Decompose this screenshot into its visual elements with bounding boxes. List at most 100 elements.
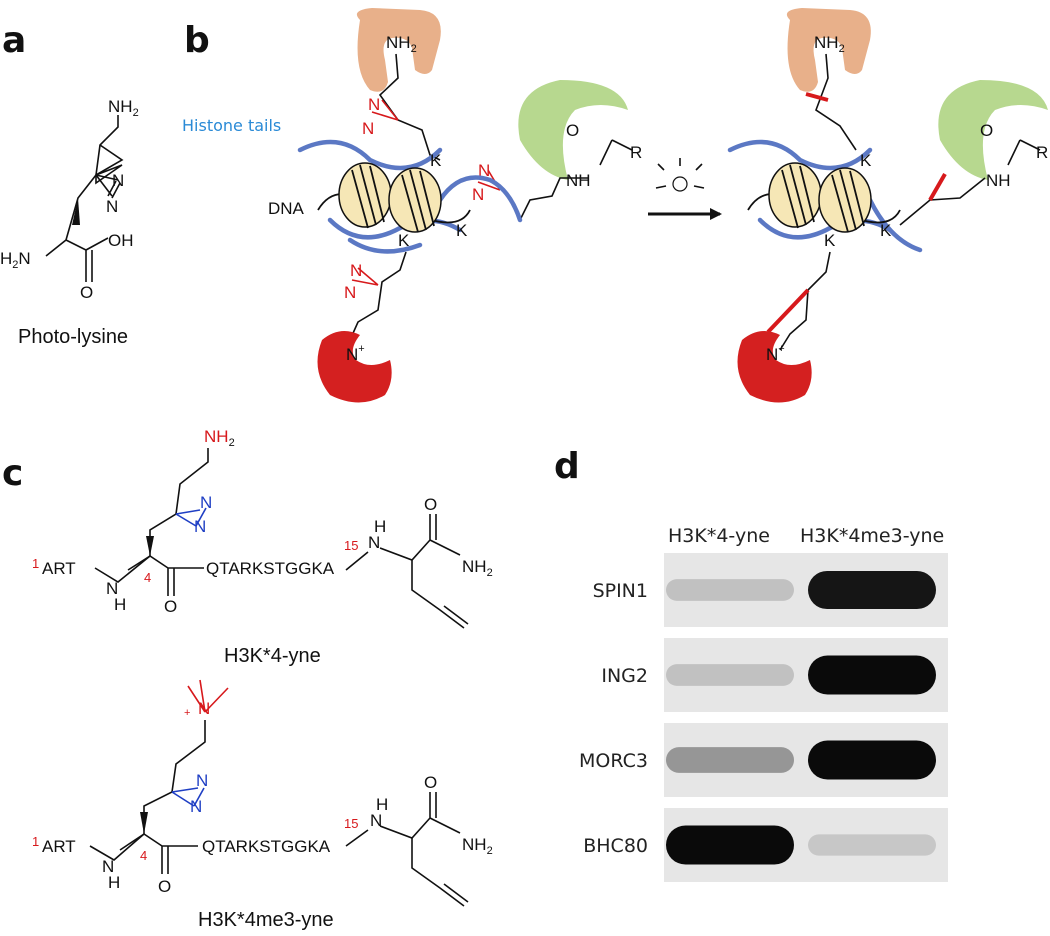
green-reader-protein: [518, 80, 628, 180]
lysine-k-top: K: [430, 151, 442, 170]
scheme-after-light: NH2 NH O R K K K N+: [727, 8, 1048, 403]
panel-c: c NH2 N N 1 ART N H 4 O QTARKSTGGKA 15 N…: [2, 427, 493, 931]
bottom-diazirine-n2: N: [344, 283, 356, 302]
blot-band: [808, 655, 936, 695]
dna-label: DNA: [268, 199, 305, 218]
peptide2-pos4: 4: [140, 848, 147, 863]
peptide1-h: H: [374, 517, 386, 536]
peptide1-nh-n: N: [106, 579, 118, 598]
panel-d-letter: d: [554, 446, 580, 487]
histone-tails-label: Histone tails: [182, 116, 281, 135]
histone-tail-3: [437, 175, 523, 223]
right-lysine-chain: [519, 139, 633, 221]
blot-column-1: H3K*4-yne: [668, 525, 770, 547]
peptide1-n: N: [368, 533, 380, 552]
red-protein-n-plus: N+: [346, 343, 365, 364]
red-protein-n-plus-after: N+: [766, 343, 785, 364]
right-diazirine-n1: N: [478, 161, 490, 180]
peptide1-diaz-n2: N: [194, 517, 206, 536]
lysine-k-right-after: K: [880, 221, 892, 240]
nucleosome-2: [388, 167, 442, 233]
green-protein-nh: NH: [566, 171, 591, 190]
top-diazirine: [371, 99, 399, 121]
blot-row-label: ING2: [601, 665, 648, 687]
orange-reader-protein: [356, 8, 441, 92]
peptide2-caption: H3K*4me3-yne: [198, 909, 334, 931]
panel-d: d H3K*4-yne H3K*4me3-yne SPIN1ING2MORC3B…: [554, 446, 948, 882]
peptide2-sequence: QTARKSTGGKA: [202, 837, 331, 856]
peptide1-diazirine: [175, 509, 201, 527]
peptide1-amide-o: O: [424, 495, 437, 514]
peptide1-pos4: 4: [144, 570, 151, 585]
top-diazirine-n2: N: [362, 119, 374, 138]
lysine-k-bottom-after: K: [824, 231, 836, 250]
blot-row-label: SPIN1: [593, 580, 648, 602]
peptide2-c-term-bonds: [345, 792, 461, 847]
blot-band: [666, 579, 794, 601]
peptide2-pos15: 15: [344, 816, 358, 831]
peptide1-n-term: ART: [42, 559, 76, 578]
acyl-r-after: R: [1036, 143, 1048, 162]
peptide1-sequence: QTARKSTGGKA: [206, 559, 335, 578]
panel-a: a NH2 N N H2N OH O Photo-lysine: [0, 20, 139, 348]
carbonyl-o: O: [566, 121, 579, 140]
peptide2-wedge: [140, 812, 148, 834]
blot-band: [666, 664, 794, 686]
peptide1-o: O: [164, 597, 177, 616]
blot-band: [666, 825, 794, 865]
peptide2-side-chain: [119, 720, 206, 851]
peptide1-wedge: [146, 536, 154, 556]
carbonyl-o-after: O: [980, 121, 993, 140]
histone-tail-1-after: [727, 139, 873, 171]
bottom-crosslink: [766, 288, 810, 334]
peptide1-c-term-bonds: [345, 514, 461, 571]
peptide1-side-chain: [127, 448, 209, 571]
right-crosslink: [928, 173, 947, 201]
light-rays-icon: [655, 158, 705, 189]
peptide1-alkyne: [411, 560, 469, 629]
histone-tail-1: [297, 139, 443, 171]
photo-lysine-nh2: NH2: [108, 97, 139, 119]
blot-band: [666, 747, 794, 773]
orange-protein-nh2: NH2: [386, 33, 417, 55]
photo-lysine-h2n: H2N: [0, 249, 31, 271]
green-protein-nh-after: NH: [986, 171, 1011, 190]
green-reader-protein-after: [938, 80, 1048, 180]
stereo-wedge: [72, 198, 80, 225]
peptide1-side-nh2: NH2: [204, 427, 235, 449]
peptide2-n: N: [370, 811, 382, 830]
peptide2-ammonium-n: N: [198, 699, 210, 718]
scheme-before-light: NH2 N N NH O R N N Histone tails DNA: [182, 8, 642, 403]
peptide2-diaz-n1: N: [196, 771, 208, 790]
photo-lysine-caption: Photo-lysine: [18, 326, 128, 348]
blot-column-2: H3K*4me3-yne: [800, 525, 944, 547]
peptide2-amide-o: O: [424, 773, 437, 792]
lysine-k-bottom: K: [398, 231, 410, 250]
photo-lysine-o: O: [80, 283, 93, 302]
peptide-h3k4me3-yne: N + N N 1 ART N H 4 O QTARKSTGGKA 15 N H…: [32, 679, 493, 931]
top-crosslink: [805, 92, 829, 102]
bottom-lysine-chain-after: [779, 251, 831, 351]
lightbulb-icon: [672, 176, 688, 192]
light-arrow: [648, 158, 722, 220]
bottom-diazirine-n1: N: [350, 261, 362, 280]
peptide2-methyl-groups: [187, 679, 229, 713]
peptide2-diaz-n2: N: [190, 797, 202, 816]
top-diazirine-n1: N: [368, 95, 380, 114]
bottom-lysine-chain: [349, 251, 407, 341]
peptide2-alkyne: [411, 838, 469, 907]
histone-tail-4: [347, 237, 423, 254]
lysine-k-right: K: [456, 221, 468, 240]
peptide2-o: O: [158, 877, 171, 896]
reaction-arrow-head-icon: [710, 208, 722, 220]
peptide1-nh2: NH2: [462, 557, 493, 579]
orange-protein-nh2-after: NH2: [814, 33, 845, 55]
peptide2-nh-h: H: [108, 873, 120, 892]
blot-band: [808, 834, 936, 856]
blot-row-label: MORC3: [579, 750, 648, 772]
lysine-k-top-after: K: [860, 151, 872, 170]
bottom-diazirine: [351, 267, 379, 286]
